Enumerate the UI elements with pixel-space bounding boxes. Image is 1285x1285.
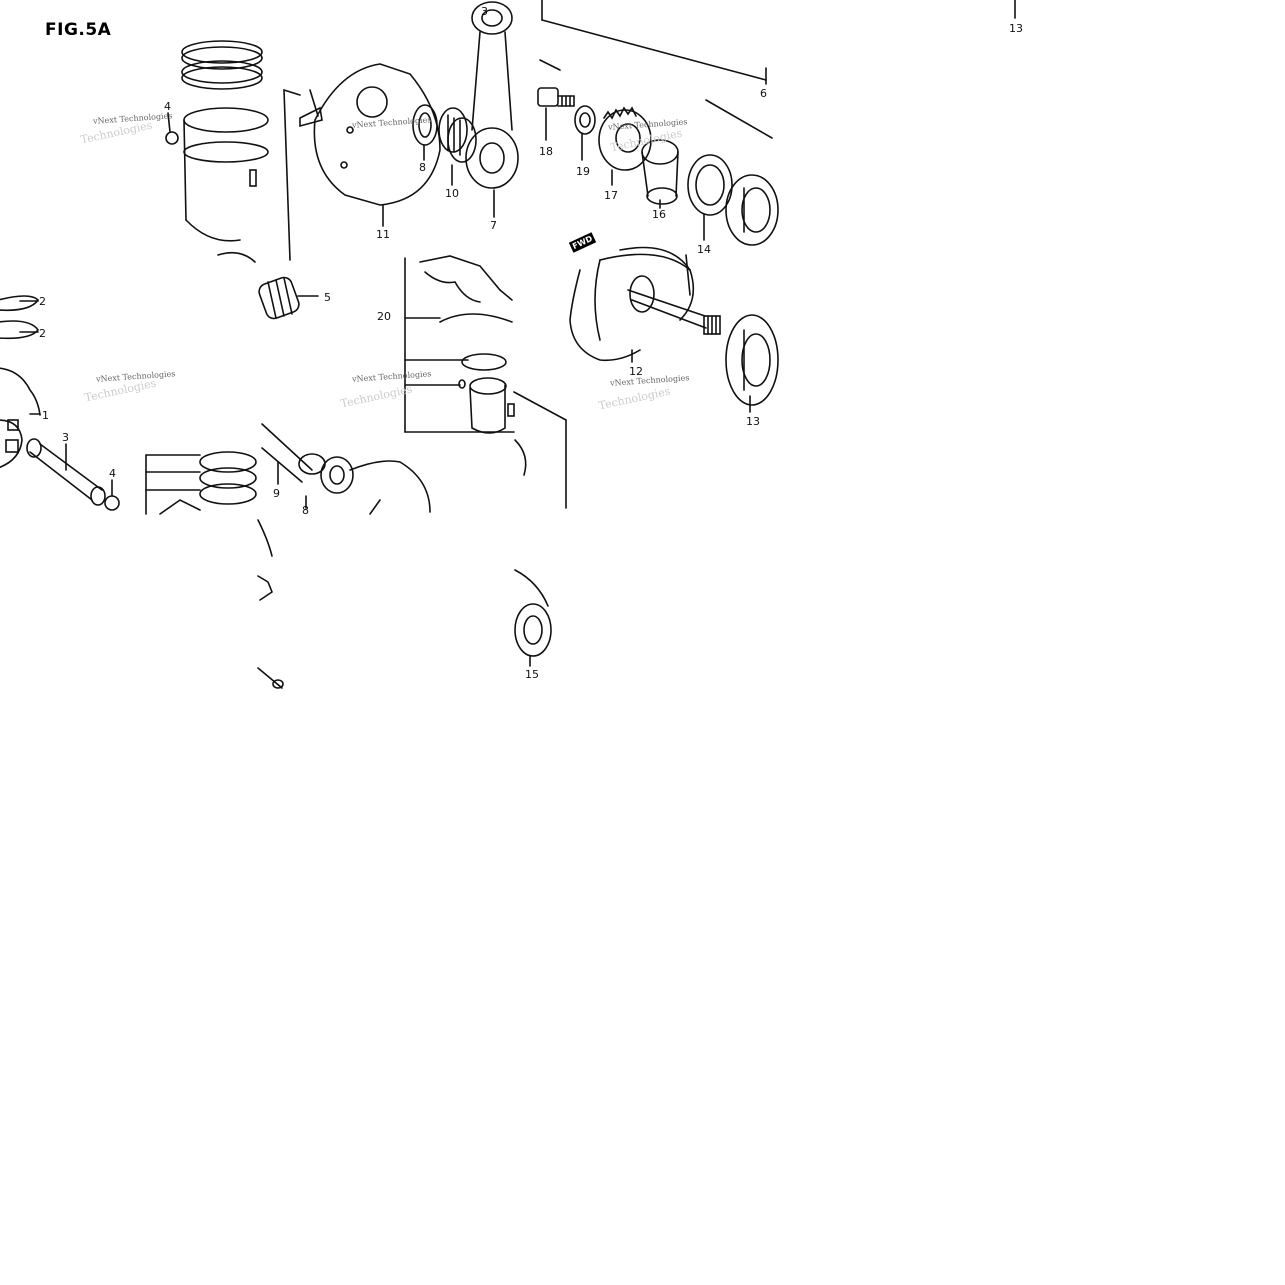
callout-c17: 17 xyxy=(604,189,618,202)
circlip-left xyxy=(104,479,120,511)
piston-rings-left xyxy=(0,295,40,340)
callout-c4b: 4 xyxy=(109,467,116,480)
oil-seal-lower xyxy=(514,603,552,667)
callout-c11: 11 xyxy=(376,228,390,241)
callout-c1: 1 xyxy=(42,409,49,422)
callout-c3a: 3 xyxy=(62,431,69,444)
detail-fragments xyxy=(257,519,284,689)
main-bearing-lower xyxy=(725,314,779,413)
callout-c13b: 13 xyxy=(746,415,760,428)
crankshaft-half-lower xyxy=(305,456,431,515)
piston-top xyxy=(183,107,269,242)
callout-c8a: 8 xyxy=(419,161,426,174)
connecting-rod xyxy=(465,1,519,218)
thrust-washer xyxy=(412,104,438,161)
outline-lines xyxy=(513,391,567,607)
primary-drive-gear xyxy=(598,106,652,186)
callout-c15: 15 xyxy=(525,668,539,681)
callout-c12: 12 xyxy=(629,365,643,378)
callout-c4a: 4 xyxy=(164,100,171,113)
callout-c8b: 8 xyxy=(302,504,309,517)
callout-c16: 16 xyxy=(652,208,666,221)
callout-c20: 20 xyxy=(377,310,391,323)
gasket-group xyxy=(404,255,515,434)
callout-c19: 19 xyxy=(576,165,590,178)
callout-c9: 9 xyxy=(273,487,280,500)
lock-washer xyxy=(574,105,596,161)
ring-stack-bottom xyxy=(145,451,257,515)
oil-seal-upper xyxy=(687,154,733,241)
callout-c5: 5 xyxy=(324,291,331,304)
callout-c14: 14 xyxy=(697,243,711,256)
crankshaft-assembly xyxy=(569,246,721,363)
callout-c7: 7 xyxy=(490,219,497,232)
callout-c6: 6 xyxy=(760,87,767,100)
needle-bearing-small-end xyxy=(217,251,319,320)
needle-bearing-big-end xyxy=(438,107,477,186)
piston-rings-top xyxy=(181,40,263,90)
callout-c10: 10 xyxy=(445,187,459,200)
piston-pin xyxy=(26,438,106,506)
main-bearing-upper xyxy=(725,174,779,246)
piston-pin-lower xyxy=(261,423,326,485)
piston-left xyxy=(0,367,41,469)
crankshaft-half-left xyxy=(283,63,441,261)
spacer-collar xyxy=(641,139,679,209)
figure-title: FIG.5A xyxy=(45,20,112,40)
callout-c2a: 2 xyxy=(39,295,46,308)
callout-c18: 18 xyxy=(539,145,553,158)
callout-c2b: 2 xyxy=(39,327,46,340)
circlip-top xyxy=(165,112,179,145)
crank-bolt xyxy=(537,87,575,141)
callout-c13a: 13 xyxy=(1009,22,1023,35)
leader-lines-top xyxy=(539,0,1016,139)
callout-c3b: 3 xyxy=(481,5,488,18)
